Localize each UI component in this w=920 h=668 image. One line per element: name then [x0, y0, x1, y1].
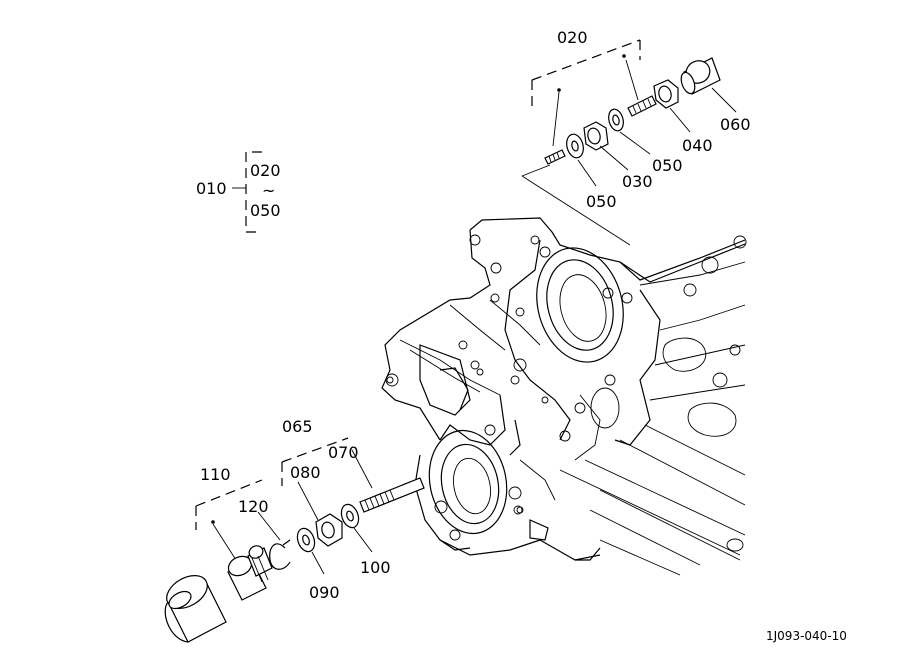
part-labels: 020 060 040 050 030 050 010 020 ~ 050 06…	[196, 28, 847, 643]
plug-assembly-110	[164, 479, 291, 643]
gear-case-housing	[381, 217, 747, 576]
stud-bolt-070	[359, 477, 425, 513]
nut-080	[315, 513, 343, 547]
nut-030	[583, 121, 609, 151]
marker-dot	[622, 54, 626, 58]
washer-100	[340, 503, 360, 529]
lower-stud-assembly	[281, 437, 425, 575]
upper-adjuster-assembly	[521, 39, 737, 246]
washer-050-upper	[608, 108, 624, 132]
marker-dot	[211, 520, 215, 524]
washer-050	[566, 133, 584, 159]
label-010-tilde: ~	[262, 181, 275, 200]
marker-dot	[557, 88, 561, 92]
set-screw-050-lower	[544, 149, 566, 165]
label-065: 065	[282, 417, 313, 436]
label-110: 110	[200, 465, 231, 484]
label-010-from: 020	[250, 161, 281, 180]
label-010-to: 050	[250, 201, 281, 220]
label-030: 030	[622, 172, 653, 191]
screw-050-upper	[627, 95, 657, 117]
plug-body	[227, 545, 273, 601]
figure-code: 1J093-040-10	[766, 629, 847, 643]
label-050-upper: 050	[652, 156, 683, 175]
label-080: 080	[290, 463, 321, 482]
label-010: 010	[196, 179, 227, 198]
label-050-lower: 050	[586, 192, 617, 211]
label-090: 090	[309, 583, 340, 602]
group-010-brace	[232, 151, 262, 233]
label-120: 120	[238, 497, 269, 516]
label-020: 020	[557, 28, 588, 47]
label-070: 070	[328, 443, 359, 462]
washer-090	[296, 527, 316, 553]
plug-cap	[164, 575, 227, 643]
label-100: 100	[360, 558, 391, 577]
label-040: 040	[682, 136, 713, 155]
cap-060	[680, 57, 721, 95]
snap-ring-120	[269, 539, 291, 570]
label-060: 060	[720, 115, 751, 134]
nut-040	[653, 79, 679, 109]
